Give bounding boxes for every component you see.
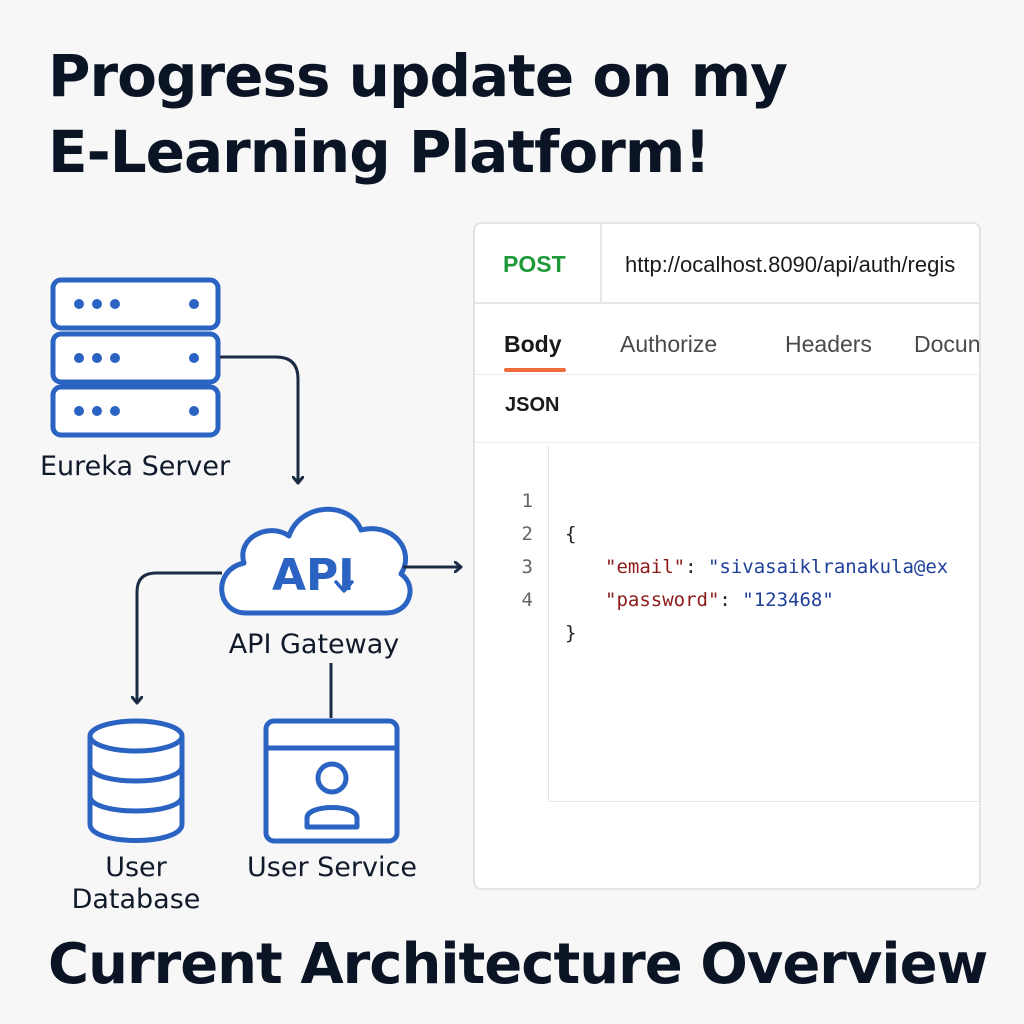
database-label-line-1: User — [105, 852, 167, 883]
active-tab-indicator — [504, 368, 566, 372]
line-number: 2 — [521, 523, 533, 545]
eureka-server-label: Eureka Server — [40, 451, 231, 482]
code-line: 1 { — [475, 452, 979, 545]
database-icon — [87, 718, 185, 843]
colon: : — [719, 589, 731, 611]
user-database-label: User Database — [60, 852, 212, 916]
code-line: 2 "email": "sivasaiklranakula@ex — [475, 485, 979, 578]
headline-line-1: Progress update on my — [48, 42, 788, 110]
tab-headers[interactable]: Headers — [785, 331, 872, 357]
code-area-bottom — [548, 801, 979, 802]
body-type-label: JSON — [505, 394, 560, 416]
tab-body[interactable]: Body — [504, 331, 562, 357]
close-brace: } — [565, 622, 577, 644]
request-tabs: Body Authorize Headers Docun — [475, 304, 979, 375]
divider — [475, 442, 979, 443]
code-line: 3 "password": "123468" — [475, 518, 979, 611]
headline-line-2: E-Learning Platform! — [48, 118, 711, 186]
email-entry: "email": "sivasaiklranakula@ex — [605, 551, 948, 584]
password-key: "password" — [605, 589, 720, 611]
server-rack-icon — [50, 277, 221, 438]
method-selector[interactable]: POST — [475, 224, 602, 302]
tab-authorize[interactable]: Authorize — [620, 331, 718, 357]
password-entry: "password": "123468" — [605, 584, 834, 617]
gateway-icon-text: API — [272, 550, 355, 601]
url-input[interactable]: http://ocalhost.8090/api/auth/regis — [625, 252, 956, 277]
database-label-line-2: Database — [71, 884, 201, 915]
password-value: "123468" — [742, 589, 834, 611]
open-brace: { — [565, 523, 577, 545]
line-number: 3 — [521, 556, 533, 578]
connector-eureka-to-gateway — [220, 355, 298, 482]
code-line: 4 } — [475, 551, 979, 644]
email-key: "email" — [605, 556, 686, 578]
headline: Progress update on my E-Learning Platfor… — [48, 38, 788, 190]
tab-docs[interactable]: Docun — [914, 331, 981, 357]
email-value: "sivasaiklranakula@ex — [707, 556, 949, 578]
user-service-label: User Service — [247, 852, 417, 883]
user-window-icon — [263, 718, 400, 844]
json-body-editor[interactable]: 1 { 2 "email": "sivasaiklranakula@ex 3 "… — [475, 452, 979, 644]
line-number: 1 — [521, 490, 533, 512]
code-gutter-divider — [548, 446, 549, 802]
api-gateway-label: API Gateway — [228, 629, 400, 660]
footer-title: Current Architecture Overview — [48, 932, 988, 997]
cloud-api-icon: API — [219, 506, 413, 616]
request-bar: POST http://ocalhost.8090/api/auth/regis — [475, 224, 979, 304]
connector-gateway-to-database — [137, 571, 222, 702]
api-request-panel: POST http://ocalhost.8090/api/auth/regis… — [473, 222, 981, 890]
line-number: 4 — [521, 589, 533, 611]
colon: : — [685, 556, 697, 578]
